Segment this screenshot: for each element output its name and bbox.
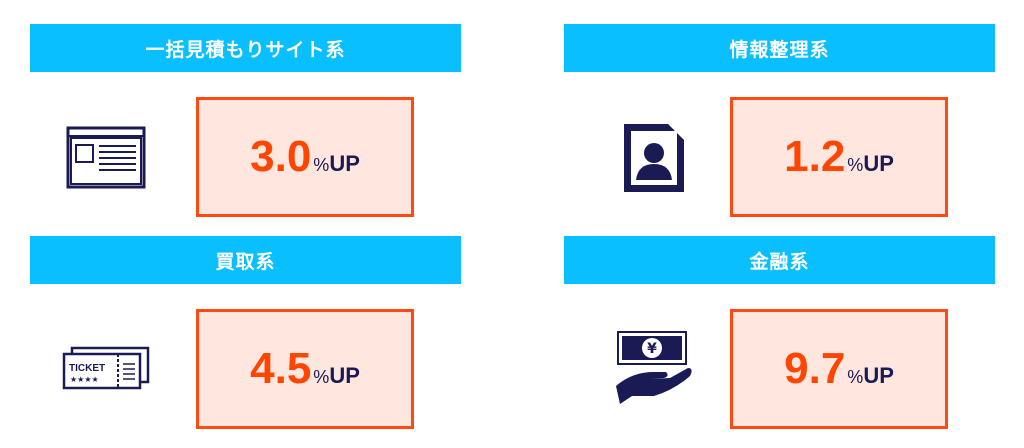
up-label: UP bbox=[863, 151, 894, 176]
browser-window-icon bbox=[66, 126, 146, 189]
stat-box: 3.0%UP bbox=[196, 97, 414, 217]
profile-document-icon bbox=[624, 124, 684, 192]
yen-money-hand-icon: ¥ bbox=[616, 331, 692, 404]
stat-value: 3.0 bbox=[250, 132, 312, 181]
svg-text:¥: ¥ bbox=[647, 341, 657, 357]
category-header: 情報整理系 bbox=[564, 24, 995, 72]
stat-value: 4.5 bbox=[250, 344, 312, 393]
svg-text:★★★★: ★★★★ bbox=[70, 375, 99, 384]
ticket-icon: TICKET ★★★★ bbox=[62, 346, 150, 390]
category-header: 一括見積もりサイト系 bbox=[30, 24, 461, 72]
stat-box: 1.2%UP bbox=[730, 97, 948, 217]
stat-box: 9.7%UP bbox=[730, 309, 948, 429]
up-label: UP bbox=[329, 151, 360, 176]
svg-text:TICKET: TICKET bbox=[69, 363, 105, 374]
up-label: UP bbox=[863, 363, 894, 388]
category-header: 買取系 bbox=[30, 236, 461, 284]
percent-sign: % bbox=[313, 155, 330, 175]
percent-sign: % bbox=[313, 367, 330, 387]
stat-value: 9.7 bbox=[784, 344, 846, 393]
up-label: UP bbox=[329, 363, 360, 388]
stat-box: 4.5%UP bbox=[196, 309, 414, 429]
percent-sign: % bbox=[847, 155, 864, 175]
percent-sign: % bbox=[847, 367, 864, 387]
stat-value: 1.2 bbox=[784, 132, 846, 181]
category-header: 金融系 bbox=[564, 236, 995, 284]
